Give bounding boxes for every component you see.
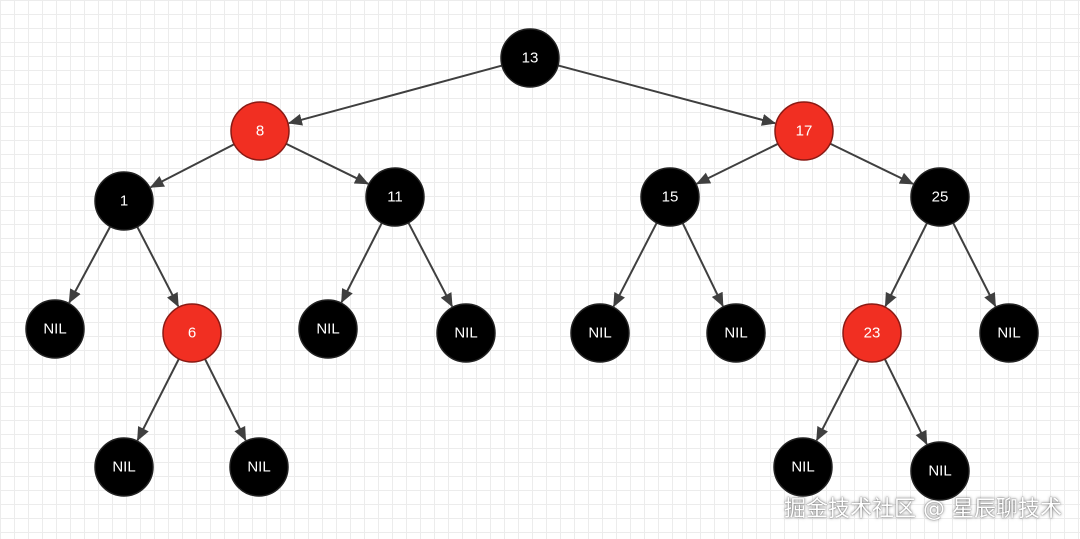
node-label: 11: [387, 189, 403, 206]
tree-node-nil4: NIL: [570, 303, 630, 363]
node-circle-black: [298, 299, 358, 359]
tree-node-nil9: NIL: [773, 437, 833, 497]
node-circle-black: [94, 437, 154, 497]
tree-node-n17: 17: [774, 101, 834, 161]
node-circle-black: [570, 303, 630, 363]
edge-n1-nil1: [68, 226, 112, 304]
node-label: NIL: [791, 459, 814, 476]
tree-node-nil3: NIL: [436, 303, 496, 363]
edge-n15-nil5: [681, 222, 724, 307]
tree-node-nil1: NIL: [25, 299, 85, 359]
edge-n13-n17: [557, 64, 776, 126]
node-circle-red: [162, 303, 222, 363]
node-circle-black: [500, 28, 560, 88]
node-label: NIL: [588, 325, 611, 342]
tree-node-n6: 6: [162, 303, 222, 363]
tree-node-nil2: NIL: [298, 299, 358, 359]
node-label: 13: [522, 50, 539, 67]
node-label: 1: [120, 193, 128, 210]
node-label: 6: [188, 325, 196, 342]
edge-n17-n15: [696, 142, 779, 185]
node-label: 8: [256, 123, 264, 140]
node-label: 23: [864, 325, 881, 342]
edge-n25-nil6: [952, 222, 997, 308]
tree-node-n25: 25: [910, 167, 970, 227]
tree-node-n11: 11: [365, 167, 425, 227]
tree-node-nil7: NIL: [94, 437, 154, 497]
node-label: NIL: [43, 321, 66, 338]
edges: [68, 64, 997, 445]
node-circle-red: [842, 303, 902, 363]
node-label: 17: [796, 123, 813, 140]
edge-n8-n1: [149, 143, 235, 189]
node-label: NIL: [454, 325, 477, 342]
node-circle-black: [229, 437, 289, 497]
edge-n13-n8: [287, 64, 503, 126]
node-circle-black: [979, 303, 1039, 363]
edge-n6-nil8: [204, 358, 247, 442]
tree-node-nil8: NIL: [229, 437, 289, 497]
node-circle-red: [774, 101, 834, 161]
tree-node-n1: 1: [94, 171, 154, 231]
edge-n23-nil9: [815, 358, 860, 442]
tree-node-nil10: NIL: [910, 441, 970, 501]
watermark: 掘金技术社区 @ 星辰聊技术: [784, 497, 1062, 522]
node-label: 25: [932, 189, 949, 206]
tree-node-n15: 15: [640, 167, 700, 227]
node-circle-black: [910, 441, 970, 501]
node-label: NIL: [724, 325, 747, 342]
edge-n1-n6: [136, 226, 180, 308]
node-circle-black: [365, 167, 425, 227]
node-label: NIL: [247, 459, 270, 476]
node-label: 15: [662, 189, 679, 206]
node-circle-black: [94, 171, 154, 231]
tree-node-nil5: NIL: [706, 303, 766, 363]
node-label: NIL: [928, 463, 951, 480]
edge-n11-nil2: [340, 222, 383, 304]
tree-node-nil6: NIL: [979, 303, 1039, 363]
node-circle-black: [436, 303, 496, 363]
node-circle-black: [706, 303, 766, 363]
node-label: NIL: [316, 321, 339, 338]
node-label: NIL: [997, 325, 1020, 342]
node-circle-red: [230, 101, 290, 161]
edge-n15-nil4: [612, 222, 658, 308]
node-label: NIL: [112, 459, 135, 476]
edge-n6-nil7: [136, 358, 180, 442]
tree-node-n23: 23: [842, 303, 902, 363]
node-circle-black: [910, 167, 970, 227]
edge-n8-n11: [285, 142, 369, 185]
edge-n17-n25: [829, 142, 914, 185]
edge-n25-n23: [884, 222, 928, 308]
node-circle-black: [773, 437, 833, 497]
tree-node-n8: 8: [230, 101, 290, 161]
tree-node-n13: 13: [500, 28, 560, 88]
edge-n11-nil3: [407, 222, 454, 308]
node-circle-black: [25, 299, 85, 359]
edge-n23-nil10: [883, 358, 928, 445]
node-circle-black: [640, 167, 700, 227]
